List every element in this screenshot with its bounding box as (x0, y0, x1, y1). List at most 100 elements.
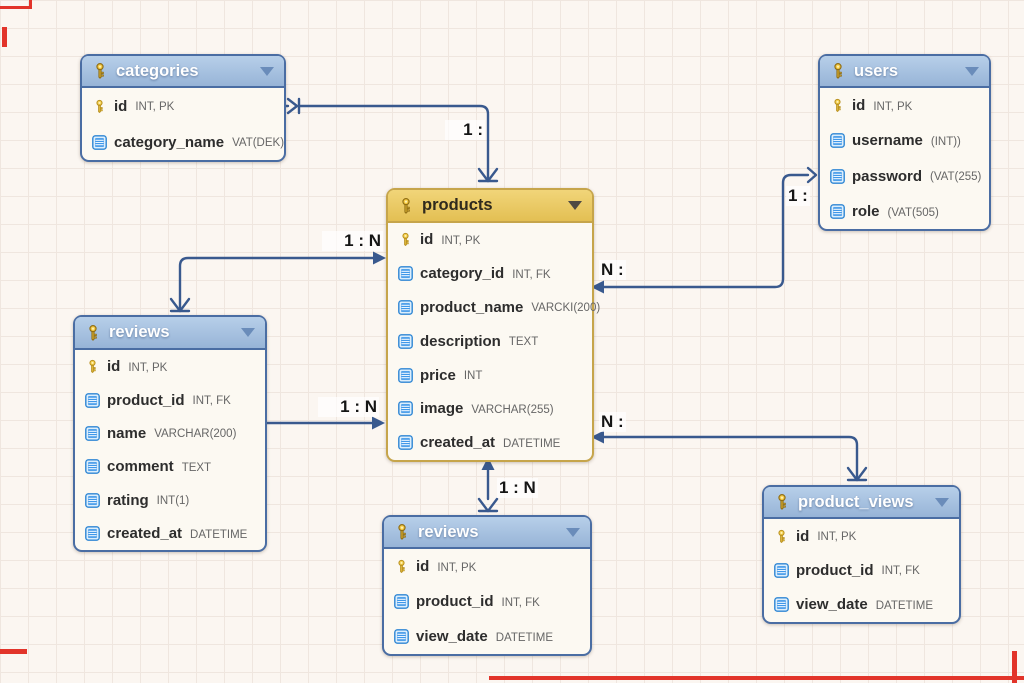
cardinality-label: 1 : N (318, 397, 379, 417)
column-icon (398, 300, 413, 315)
field-name: comment (107, 458, 174, 476)
cardinality-label: 1 : (445, 120, 485, 140)
field-name: product_id (796, 561, 874, 579)
field-name: view_date (796, 596, 868, 614)
field-row[interactable]: username(INT)) (820, 123, 989, 158)
triangle-arrow (373, 251, 386, 265)
column-icon (830, 168, 845, 184)
field-name: id (852, 97, 866, 115)
collapse-triangle-icon[interactable] (965, 66, 979, 76)
table-title: product_views (798, 492, 914, 511)
column-icon (398, 333, 413, 349)
table-header[interactable]: categories (82, 56, 284, 88)
table-header[interactable]: reviews (75, 317, 265, 350)
field-name: id (420, 231, 434, 249)
connector-products-reviews-bottom (477, 457, 499, 513)
column-icon (394, 594, 409, 609)
field-row[interactable]: password(VAT(255) (820, 159, 989, 194)
field-name: rating (107, 491, 149, 509)
field-type: INT, PK (817, 531, 857, 544)
cardinality-label: 1 : (786, 186, 810, 206)
cardinality-label: 1 : N (322, 231, 383, 251)
crowfoot-arrow (286, 97, 299, 115)
table-title: reviews (418, 522, 479, 541)
column-icon (398, 401, 413, 417)
chevron-arrow (806, 166, 818, 184)
column-icon (92, 134, 107, 150)
collapse-triangle-icon[interactable] (241, 328, 255, 337)
field-name: id (796, 527, 810, 545)
field-name: id (107, 358, 121, 376)
field-type: INT, PK (873, 100, 913, 113)
field-row[interactable]: id INT, PK (820, 88, 989, 123)
field-row[interactable]: id INT, PK (764, 519, 959, 553)
table-title: products (422, 196, 493, 214)
collapse-triangle-icon[interactable] (568, 201, 582, 210)
table-key-icon (84, 324, 102, 342)
field-type: INT, FK (501, 596, 540, 609)
primary-key-icon (774, 529, 789, 544)
field-name: description (420, 332, 501, 350)
column-icon (774, 563, 789, 578)
column-icon (85, 492, 100, 508)
column-icon (85, 392, 100, 408)
triangle-arrow (591, 280, 604, 294)
triangle-arrow (372, 416, 385, 430)
primary-key-icon (398, 232, 413, 247)
field-name: role (852, 203, 880, 221)
field-type: DATETIME (190, 528, 248, 541)
table-header[interactable]: products (388, 190, 592, 223)
table-header[interactable]: users (820, 56, 989, 88)
field-type: INT, FK (512, 268, 551, 281)
red-crop-mark (2, 27, 7, 47)
table-header[interactable]: product_views (764, 487, 959, 519)
field-name: price (420, 366, 456, 384)
table-title: categories (116, 61, 199, 80)
connector-reviews-left-products (261, 416, 385, 430)
connector-products-product-views (591, 430, 868, 482)
field-row[interactable]: role(VAT(505) (820, 194, 989, 229)
field-row[interactable]: category_name VAT(DEK) (82, 124, 284, 160)
field-type: INT, FK (192, 395, 231, 408)
collapse-triangle-icon[interactable] (566, 527, 580, 537)
field-type: DATETIME (503, 437, 561, 450)
field-name: category_name (114, 133, 225, 151)
field-type: VARCHAR(200) (154, 428, 237, 441)
field-name: product_name (420, 298, 524, 316)
table-header[interactable]: reviews (384, 517, 590, 549)
collapse-triangle-icon[interactable] (935, 497, 949, 507)
primary-key-icon (394, 559, 409, 574)
table-users[interactable]: users id INT, PK username(INT))password(VAT… (818, 54, 991, 232)
column-icon (398, 367, 413, 383)
field-name: image (420, 400, 464, 418)
collapse-triangle-icon[interactable] (260, 66, 274, 76)
field-name: id (114, 97, 128, 115)
connector-products-users (591, 166, 818, 294)
field-type: VAT(DEK) (232, 137, 285, 149)
